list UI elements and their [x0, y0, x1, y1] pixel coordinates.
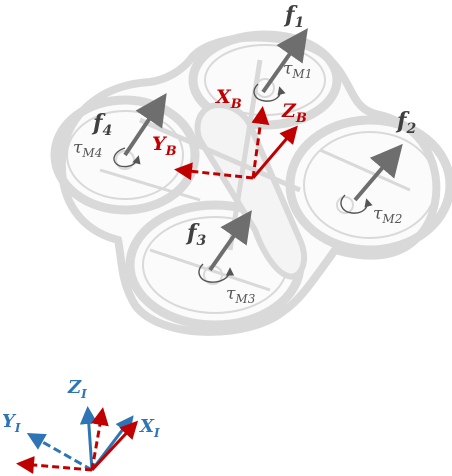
body-axis-yb: [174, 162, 254, 181]
label-yb: YB: [152, 133, 177, 159]
torque-arc-m3: [198, 263, 235, 283]
rotor-ring-4-inner: [66, 110, 184, 200]
force-arrow-f1: [261, 28, 308, 94]
label-xi: XI: [139, 416, 160, 440]
rotor-ring-4: [50, 95, 200, 215]
body-frame-axes: [174, 106, 298, 181]
inertial-body-y: [16, 456, 93, 474]
torque-arc-m1: [253, 83, 286, 102]
label-tau-m2: τM2: [373, 204, 402, 226]
label-zb: ZB: [281, 100, 307, 126]
body-axis-xb: [251, 106, 270, 179]
label-f4: f4: [91, 110, 112, 139]
label-f2: f2: [395, 108, 416, 137]
label-f1: f1: [283, 2, 304, 31]
label-f3: f3: [185, 220, 206, 249]
label-tau-m3: τM3: [226, 284, 256, 306]
quadrotor-frame: [50, 30, 452, 336]
force-arrow-f4: [123, 93, 167, 157]
torque-arcs: [113, 83, 373, 283]
inertial-axis-yi: [26, 433, 93, 472]
inertial-body-x: [90, 407, 109, 471]
label-yi: YI: [2, 411, 21, 435]
label-xb: XB: [215, 86, 242, 112]
torque-arc-m4: [113, 147, 141, 168]
force-arrow-f3: [208, 210, 252, 272]
inertial-axis-zi: [79, 406, 98, 471]
torque-arc-m2: [340, 194, 373, 214]
label-zi: ZI: [67, 377, 87, 401]
rotor-ring-2-inner: [303, 131, 437, 239]
label-tau-m4: τM4: [73, 138, 102, 160]
force-arrow-f2: [353, 143, 403, 202]
body-axis-zb: [251, 125, 298, 179]
inertial-frame-axes: [16, 406, 139, 474]
inertial-body-z: [90, 420, 139, 472]
label-tau-m1: τM1: [283, 59, 312, 81]
force-arrows: [123, 28, 403, 272]
fuselage: [194, 102, 308, 280]
